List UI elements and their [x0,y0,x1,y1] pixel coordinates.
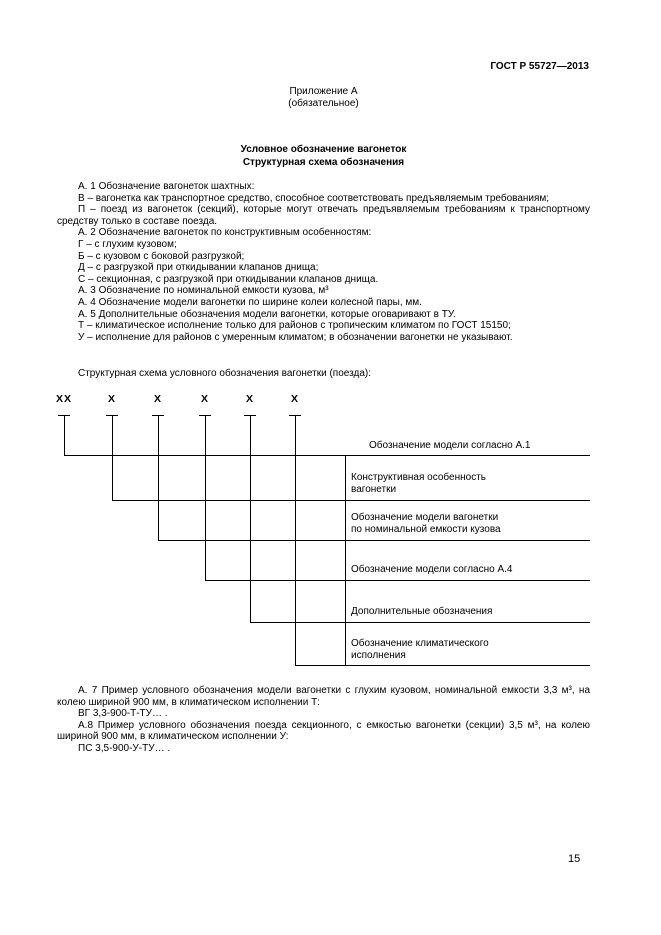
page-number: 15 [568,853,581,865]
clause-line: В – вагонетка как транспортное средство,… [78,192,550,204]
clause-line: Б – с кузовом с боковой разгрузкой; [78,250,245,262]
position-marker-6: Х [290,393,300,405]
label-cell-border [345,455,346,500]
appendix-heading: Приложение А (обязательное) [57,86,590,110]
position-underline [289,415,301,416]
position-marker-3: Х [153,393,163,405]
position-underline [58,415,70,416]
clause-list: А. 1 Обозначение вагонеток шахтных: В – … [57,181,590,343]
scheme-vline [112,416,113,500]
scheme-vline [250,416,251,622]
example-designation: ПС 3,5-900-У-ТУ… . [78,742,171,754]
clause-line: Д – с разгрузкой при откидывании клапано… [78,262,319,274]
doc-code: ГОСТ Р 55727—2013 [490,61,589,72]
example-designation: ВГ 3,3-900-Т-ТУ… . [78,708,168,720]
position-underline [244,415,256,416]
label-cell-border [345,540,346,580]
position-underline [152,415,164,416]
clause-line: А. 4 Обозначение модели вагонетки по шир… [78,296,422,308]
label-cell-border [345,500,346,540]
position-marker-1: ХХ [55,393,73,405]
diagram-label-capacity: Обозначение модели вагонетки по номиналь… [351,512,501,535]
clause-line: Т – климатическое исполнение только для … [78,320,511,332]
clause-line: А. 1 Обозначение вагонеток шахтных: [78,181,255,192]
clause-line: У – исполнение для районов с умеренным к… [78,331,513,343]
diagram-label-additional: Дополнительные обозначения [351,606,493,617]
scheme-hline [158,540,590,541]
label-cell-border [345,622,346,665]
example-paragraph: А. 7 Пример условного обозначения модели… [57,685,590,708]
section-title-line1: Условное обозначение вагонеток [240,144,407,155]
clause-line: П – поезд из вагонеток (секций), которые… [57,204,590,227]
position-marker-2: Х [107,393,117,405]
scheme-hline [250,622,590,623]
label-cell-border [345,580,346,622]
diagram-label-model-a1: Обозначение модели согласно А.1 [369,440,531,451]
designation-scheme-diagram: ХХ Х Х Х Х Х Обозначение модели [55,393,590,685]
scheme-vline [158,416,159,540]
position-marker-5: Х [245,393,255,405]
section-title-line2: Структурная схема обозначения [242,156,405,168]
example-paragraph: А.8 Пример условного обозначения поезда … [57,719,590,743]
clause-line: С – секционная, с разгрузкой при откидыв… [78,273,379,285]
clause-line: Г – с глухим кузовом; [78,238,177,250]
appendix-title: Приложение А [289,86,358,97]
scheme-hline [295,665,590,666]
scheme-hline [205,580,590,581]
scheme-intro: Структурная схема условного обозначения … [78,368,371,379]
scheme-vline [205,416,206,580]
scheme-hline [64,455,590,456]
scheme-hline [112,500,590,501]
diagram-label-construction: Конструктивная особенность вагонетки [351,472,486,495]
examples-block: А. 7 Пример условного обозначения модели… [57,685,590,755]
appendix-type: (обязательное) [288,98,359,109]
diagram-label-climatic: Обозначение климатического исполнения [351,638,489,661]
position-underline [199,415,211,416]
position-underline [106,415,118,416]
clause-line: А. 3 Обозначение по номинальной емкости … [78,285,329,297]
clause-line: А. 2 Обозначение вагонеток по конструкти… [78,227,372,239]
diagram-label-model-a4: Обозначение модели согласно А.4 [351,564,513,575]
clause-line: А. 5 Дополнительные обозначения модели в… [78,308,456,320]
position-marker-4: Х [200,393,210,405]
section-title: Условное обозначение вагонеток Структурн… [57,144,590,169]
scheme-vline [64,416,65,455]
